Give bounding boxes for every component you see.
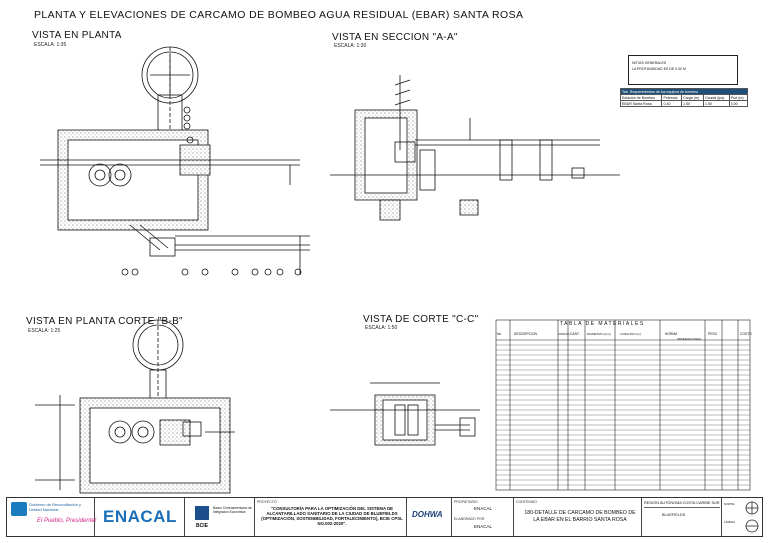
bcie-name: Banco Centroamericano de Integración Eco…: [213, 506, 252, 514]
gov-name: Gobierno de Reconciliación y Unidad Naci…: [29, 502, 82, 512]
city: BLUEFIELDS: [662, 513, 686, 517]
mat-header-no: No: [497, 332, 502, 336]
pump-table: Tab. Requerimientos de los equipos de bo…: [619, 88, 749, 107]
mat-header-diam: DIAMETRO (mm): [587, 332, 611, 336]
scale-corte-cc: ESCALA: 1:50: [365, 325, 398, 331]
sheet-number-cell: NORTE LÁMINA: [722, 498, 762, 536]
north-arrow-icon: [745, 501, 759, 533]
section-view-aa: [330, 75, 620, 221]
region: REGIÓN AUTÓNOMA COSTA CARIBE SUR: [644, 501, 720, 508]
view-title-planta: VISTA EN PLANTA: [32, 30, 122, 41]
location-cell: REGIÓN AUTÓNOMA COSTA CARIBE SUR BLUEFIE…: [642, 498, 722, 536]
project-name: "CONSULTORÍA PARA LA OPTIMIZACIÓN DEL SI…: [261, 506, 403, 527]
view-title-corte-cc: VISTA DE CORTE "C-C": [363, 314, 479, 325]
notes-line: LA PROFUNDIDAD ES DE 0.00 M: [632, 67, 686, 71]
enacal-logo: ENACAL: [103, 507, 177, 526]
firm-logo: DOHWA: [412, 510, 443, 519]
scale-corte-bb: ESCALA: 1:25: [28, 328, 61, 334]
mat-header-desc: DESCRIPCION: [514, 332, 537, 336]
owner-cell: PROPIETARIO ENACAL ELABORADO POR ENACAL: [452, 498, 514, 536]
bcie-text: BCIE: [196, 523, 208, 529]
section-view-cc: [330, 382, 480, 446]
mat-header-obs: OBSERVACIONES: [677, 337, 701, 341]
mat-header-norma: NORMA: [665, 332, 678, 336]
sheet-label: CONTENIDO: [516, 500, 537, 504]
title-block: Gobierno de Reconciliación y Unidad Naci…: [6, 497, 763, 537]
plan-view: [40, 46, 310, 276]
pump-cell: 1.50: [680, 100, 704, 107]
mat-header-peso: PESO: [708, 332, 718, 336]
scale-seccion: ESCALA: 1:30: [334, 43, 367, 49]
owner2: ENACAL: [474, 524, 493, 529]
enacal-logo-cell: ENACAL: [95, 498, 185, 536]
gov-logo-cell: Gobierno de Reconciliación y Unidad Naci…: [7, 498, 97, 536]
view-title-seccion: VISTA EN SECCION "A-A": [332, 32, 458, 43]
project-label: PROYECTO: [257, 500, 277, 504]
gov-slogan: El Pueblo, Presidente!: [37, 518, 97, 524]
owner1: ENACAL: [474, 506, 493, 511]
pump-cell: 1.50: [702, 100, 730, 107]
scale-planta: ESCALA: 1:35: [34, 42, 67, 48]
general-notes: NOTAS GENERALES LA PROFUNDIDAD ES DE 0.0…: [628, 55, 738, 85]
notes-heading: NOTAS GENERALES: [632, 61, 667, 65]
gov-logo-icon: [11, 502, 27, 516]
materials-table-title: TABLA DE MATERIALES: [560, 321, 645, 327]
view-title-corte-bb: VISTA EN PLANTA CORTE "B-B": [26, 316, 183, 327]
mat-header-qty: CANT.: [570, 332, 580, 336]
pump-cell: 3.00: [728, 100, 749, 107]
north-label: NORTE: [724, 502, 735, 506]
mat-header-unit: UNIDAD: [558, 332, 570, 336]
plan-view-bb: [35, 319, 235, 494]
pump-cell: EBAR Santa Rosa: [619, 100, 663, 107]
pump-cell: 0.40: [661, 100, 682, 107]
lamina-label: LÁMINA: [724, 520, 736, 524]
sheet-title: 180-DETALLE DE CARCAMO DE BOMBEO DE LA E…: [524, 510, 636, 523]
owner1-label: PROPIETARIO: [454, 500, 478, 504]
sheet-content-cell: CONTENIDO 180-DETALLE DE CARCAMO DE BOMB…: [514, 498, 642, 536]
drawing-title: PLANTA Y ELEVACIONES DE CARCAMO DE BOMBE…: [34, 9, 524, 21]
firm-cell: DOHWA: [407, 498, 452, 536]
bcie-logo-icon: [195, 506, 209, 520]
mat-header-costo: COSTO: [740, 332, 752, 336]
bcie-logo-cell: BCIE Banco Centroamericano de Integració…: [185, 498, 255, 536]
materials-table-grid: [495, 319, 751, 491]
owner2-label: ELABORADO POR: [454, 517, 485, 521]
mat-header-len: LONGITUD (m): [620, 332, 641, 336]
project-cell: PROYECTO "CONSULTORÍA PARA LA OPTIMIZACI…: [255, 498, 407, 536]
